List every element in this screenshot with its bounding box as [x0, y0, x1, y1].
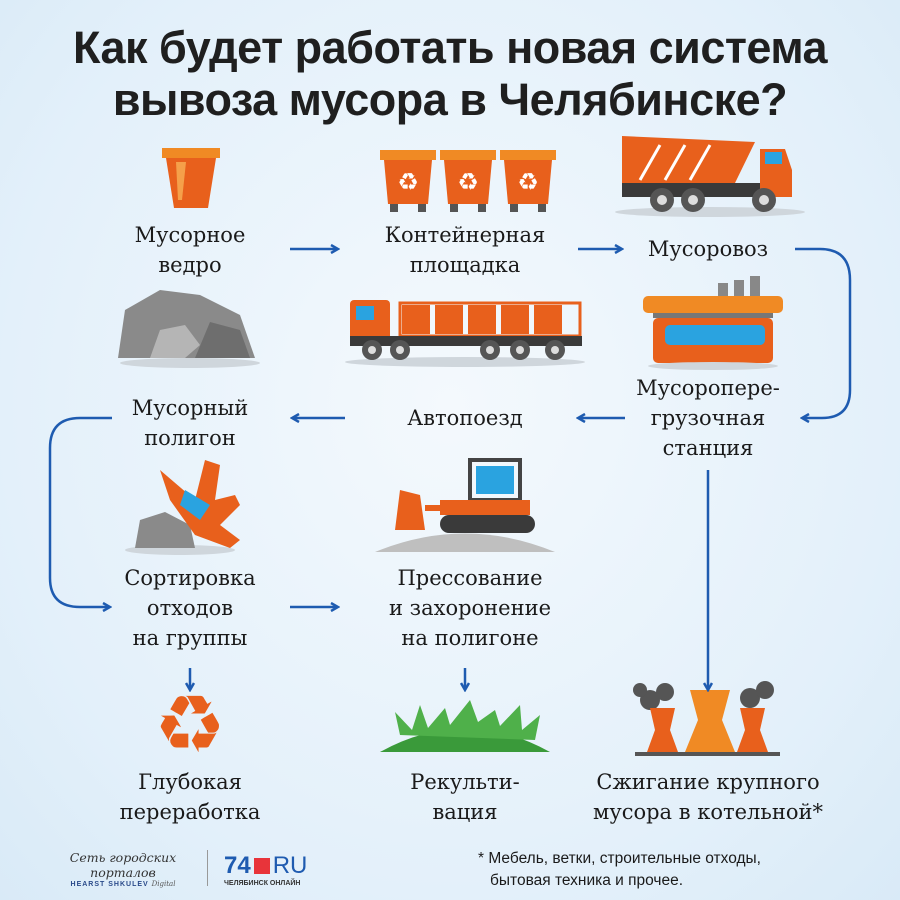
step-road-train: Автопоезд	[407, 406, 523, 430]
svg-text:♻: ♻	[154, 678, 226, 771]
power-plant-icon	[633, 681, 780, 756]
svg-text:♻: ♻	[457, 168, 479, 196]
sorting-glove-icon	[125, 460, 240, 555]
grass-hill-icon	[380, 700, 550, 752]
recycle-icon: ♻	[154, 678, 226, 771]
footer-divider	[207, 850, 208, 886]
page-title: Как будет работать новая система вывоза …	[72, 22, 828, 125]
footnote: * Мебель, ветки, строительные отходы, бы…	[478, 850, 761, 889]
flow-arrows	[48, 247, 852, 690]
bulldozer-icon	[375, 458, 555, 552]
landfill-icon	[118, 290, 260, 368]
recycle-containers-icon: ♻ ♻ ♻	[380, 150, 556, 212]
step-garbage-truck: Мусоровоз	[647, 237, 769, 261]
logo-square-icon	[253, 858, 270, 874]
svg-text:♻: ♻	[517, 168, 539, 196]
arrow-curve-icon	[795, 247, 852, 418]
trash-bucket-icon	[162, 148, 220, 208]
hearst-shkulev-logo: Сеть городских порталов HEARST SHKULEV D…	[69, 850, 177, 888]
svg-text:♻: ♻	[397, 168, 419, 196]
transfer-station-icon	[643, 276, 783, 370]
road-train-icon	[345, 300, 585, 367]
step-recultivation: Рекульти-вация	[410, 770, 520, 824]
arrow-curve-icon	[48, 416, 112, 607]
garbage-truck-icon	[615, 136, 805, 217]
